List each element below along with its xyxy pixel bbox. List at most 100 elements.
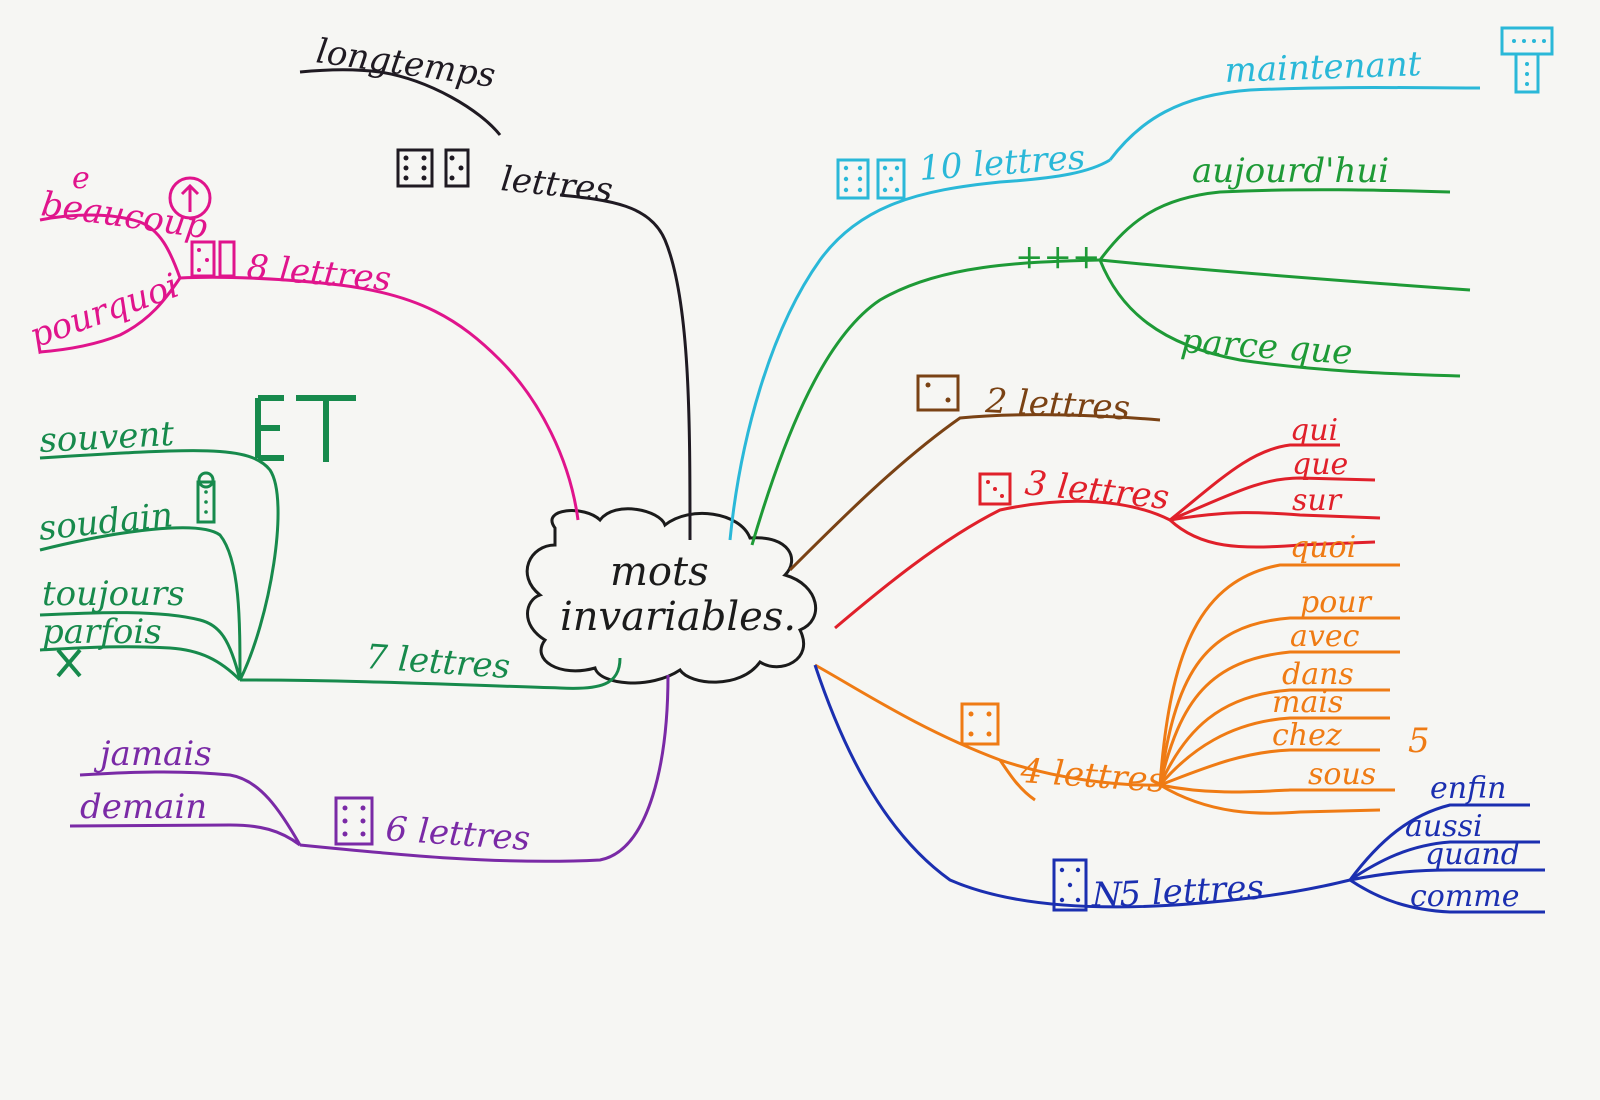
- center-title-line1: mots: [610, 549, 709, 595]
- branch-7-line: [239, 657, 622, 690]
- center-title-line2: invariables.: [560, 594, 796, 640]
- branch-7-sub-toujours: [39, 611, 242, 681]
- branch-2-lettres: 2 lettres: [788, 374, 1161, 572]
- branch-plus-line: [750, 258, 1101, 546]
- domino-5-icon: [1052, 858, 1088, 912]
- word-quand: quand: [1425, 837, 1520, 872]
- branch-plus-sub-middle: [1099, 258, 1471, 292]
- branch-4-label: 4 lettres: [1018, 751, 1166, 801]
- word-mais: mais: [1272, 685, 1343, 720]
- word-jamais: jamais: [93, 734, 212, 774]
- word-toujours: toujours: [42, 574, 185, 614]
- word-sous: sous: [1308, 757, 1376, 792]
- branch-4-tail: [998, 759, 1036, 802]
- branch-4-sub-extra: [1159, 783, 1381, 815]
- branch-8-sub-beaucoup: [39, 213, 182, 279]
- branch-5-sub-enfin: [1348, 803, 1530, 881]
- word-longtemps: longtemps: [314, 31, 498, 96]
- branch-6-lettres: 6 lettres jamais demain: [69, 674, 670, 863]
- branch-4-sub-chez: [1159, 748, 1380, 787]
- word-souvent: souvent: [38, 414, 175, 461]
- branch-4-sub-avec: [1158, 650, 1400, 786]
- domino-3-icon: [978, 472, 1012, 506]
- branch-10-line: [728, 158, 1111, 541]
- word-que: que: [1292, 447, 1348, 482]
- branch-plus-label: +++: [1015, 237, 1100, 277]
- branch-5-prefix: N: [1091, 875, 1123, 915]
- word-qui: qui: [1290, 413, 1338, 448]
- branch-4-side-mark: 5: [1408, 721, 1430, 761]
- branch-6-sub-demain: [69, 823, 301, 847]
- domino-6-icon: [334, 796, 374, 846]
- domino-4-icon: [960, 702, 1000, 746]
- domino-7-icon: [196, 471, 216, 524]
- branch-7-sub-parfois: [39, 645, 242, 682]
- branch-10-lettres: 10 lettres maintenant: [728, 26, 1554, 541]
- branch-10-label: 10 lettres: [918, 137, 1087, 188]
- word-pour: pour: [1300, 585, 1373, 620]
- circled-arrow-icon: [168, 176, 212, 220]
- domino-10-icon: [836, 158, 906, 200]
- branch-3-sub-extra: [1168, 518, 1376, 549]
- branch-3-sub-sur: [1169, 511, 1381, 522]
- branch-9-sub-line: [299, 68, 502, 136]
- branch-3-line: [834, 499, 1171, 630]
- word-aujourdhui: aujourd'hui: [1192, 151, 1389, 191]
- word-parce-que: parce que: [1179, 321, 1353, 373]
- branch-5-line: [813, 664, 1351, 909]
- branch-6-line: [299, 674, 670, 863]
- branch-4-lettres: 4 lettres 5 quoi pour avec dans mais che…: [814, 530, 1430, 815]
- branch-plus-sub-parceque: [1098, 259, 1461, 378]
- word-enfin: enfin: [1430, 771, 1506, 806]
- word-sur: sur: [1292, 483, 1343, 518]
- word-avec: avec: [1290, 619, 1360, 654]
- branch-3-label: 3 lettres: [1023, 463, 1171, 518]
- branch-7-label: 7 lettres: [364, 637, 511, 687]
- branch-7-sub-soudain: [39, 526, 242, 681]
- cross-mark-icon: [56, 648, 82, 678]
- branch-2-label: 2 lettres: [984, 381, 1131, 429]
- branch-8-line: [179, 275, 580, 521]
- branch-4-sub-pour: [1158, 616, 1400, 786]
- word-soudain: soudain: [37, 495, 175, 549]
- branch-2-line: [788, 413, 1161, 572]
- word-maintenant: maintenant: [1224, 44, 1422, 91]
- branch-3-sub-qui: [1169, 443, 1340, 522]
- branch-6-label: 6 lettres: [384, 809, 531, 859]
- branch-plus-sub-aujourdhui: [1098, 188, 1451, 261]
- t-domino-icon: [1500, 26, 1554, 94]
- branch-4-line: [814, 663, 1161, 787]
- branch-9-label: lettres: [499, 159, 615, 211]
- word-pourquoi: pourquoi: [24, 266, 184, 357]
- domino-8-icon: [190, 240, 236, 278]
- branch-5-sub-aussi: [1349, 840, 1540, 882]
- center-node: mots invariables.: [525, 507, 818, 685]
- word-chez: chez: [1272, 718, 1342, 753]
- branch-4-sub-mais: [1158, 716, 1390, 786]
- branch-8-lettres: 8 lettres e beaucoup pourquoi: [24, 161, 580, 521]
- word-quoi: quoi: [1290, 530, 1356, 565]
- center-cloud: [525, 507, 818, 685]
- branch-6-sub-jamais: [79, 770, 302, 846]
- branch-7-sub-souvent: [39, 449, 280, 681]
- word-aussi: aussi: [1405, 809, 1483, 844]
- branch-5-sub-quand: [1349, 868, 1545, 882]
- branch-4-sub-sous: [1159, 783, 1395, 794]
- word-demain: demain: [80, 787, 207, 827]
- word-beaucoup-correction: e: [72, 161, 90, 196]
- word-dans: dans: [1282, 657, 1354, 692]
- branch-8-sub-pourquoi: [39, 277, 182, 354]
- word-parfois: parfois: [42, 612, 162, 652]
- branch-5-sub-comme: [1349, 878, 1545, 914]
- branch-9-line: [559, 193, 692, 541]
- branch-7-lettres: 7 lettres souvent soudain toujours parfo…: [37, 395, 622, 690]
- branch-5-label: 5 lettres: [1118, 867, 1264, 915]
- branch-5-lettres: N 5 lettres enfin aussi quand comme: [813, 664, 1545, 915]
- et-marks-icon: [255, 395, 356, 462]
- domino-2-icon: [916, 374, 960, 412]
- branch-3-sub-que: [1169, 476, 1376, 522]
- branch-4-sub-dans: [1158, 688, 1390, 786]
- word-comme: comme: [1410, 879, 1520, 914]
- branch-10-sub-line: [1108, 86, 1481, 161]
